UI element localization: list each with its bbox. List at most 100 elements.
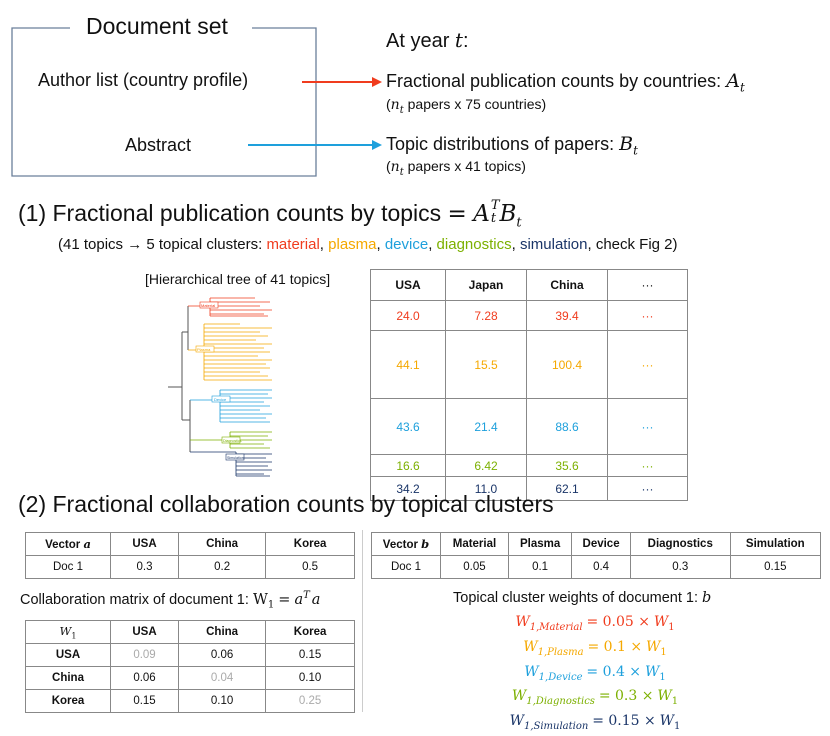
table-cell: 15.5 [445,330,527,399]
table-cell: 0.1 [507,555,573,579]
vector-a-table: Vector a USA China Korea Doc 1 0.3 0.2 0… [25,532,355,579]
n-sub-2: t [399,166,404,178]
weight-line: W1,Device = 0.4 × W1 [430,662,760,687]
open-paren-1: ( [386,96,391,112]
weight-line: W1,Plasma = 0.1 × W1 [430,637,760,662]
cluster-device: device [384,236,429,253]
comma-4: , [511,236,516,253]
matrix-row: China 0.06 0.04 0.10 [25,666,355,690]
table-cell: 16.6 [370,454,446,477]
weight-sub: 1,Device [538,671,583,683]
fractional-pub-text: Fractional publication counts by countri… [386,71,722,91]
docset-frame [11,27,382,177]
weight-line: W1,Simulation = 0.15 × W1 [430,711,760,736]
collab-eq: = [278,591,291,608]
weight-W-right-sub: 1 [674,720,681,732]
year-prefix: At year [386,30,450,52]
table-cell: 0.15 [729,555,822,579]
table-row-diagnostics: 16.6 6.42 35.6 ··· [370,454,688,477]
collab-matrix-table: W1 USA China Korea USA 0.09 0.06 0.15 Ch… [25,620,355,713]
vector-b-head: Vector b [371,532,441,556]
B-var: B [619,133,634,155]
table-cell-diagonal: 0.04 [178,666,267,690]
weight-line: W1,Diagnostics = 0.3 × W1 [430,686,760,711]
table-cell: 35.6 [526,454,608,477]
comma-1: , [319,236,324,253]
weights-var: b [702,590,712,606]
table-cell-diagonal: 0.09 [109,643,180,667]
table-cell: 34.2 [370,476,446,501]
table-cell: 0.4 [571,555,631,579]
table-cell: 6.42 [445,454,527,477]
table-cell: ··· [607,398,688,455]
weight-W: W [524,663,539,680]
weight-eq: = 0.15 × [592,713,656,730]
weight-W-right-sub: 1 [659,671,666,683]
col-header: China [178,532,267,556]
table-cell: 0.10 [265,666,355,690]
col-header: USA [109,532,180,556]
n-var-2: n [390,159,400,175]
section1-B-sub: t [516,215,522,231]
collab-caption: Collaboration matrix of document 1: W1 =… [20,590,320,611]
table-cell: ··· [607,476,688,501]
weight-sub: 1,Simulation [523,720,589,732]
abstract-label: Abstract [125,135,192,155]
comma-2: , [376,236,381,253]
weight-sub: 1,Plasma [537,646,584,658]
weight-W: W [509,713,524,730]
tree-label-device: Device [214,397,227,402]
A-sub: t [739,80,745,95]
clusters-prefix: (41 topics → 5 topical clusters: [58,236,263,253]
collab-W: W [252,591,268,608]
vector-a-head: Vector a [25,532,111,556]
table-cell: ··· [607,454,688,477]
table-cell: 0.10 [178,689,267,713]
cluster-material: material [266,236,320,253]
section1-sup-T: T [490,197,500,213]
weight-eq: = 0.05 × [586,614,650,630]
weight-W: W [511,688,527,705]
vector-a-row: Doc 1 0.3 0.2 0.5 [25,555,355,579]
topic-dist-line: Topic distributions of papers: Bt [386,133,638,158]
table-cell: ··· [607,330,688,399]
section1-equals: = [447,201,467,227]
vector-b-header-row: Vector b Material Plasma Device Diagnost… [371,532,822,556]
weight-W: W [523,638,538,655]
cluster-plasma: plasma [328,236,377,253]
table-cell: 100.4 [526,330,608,399]
topics-size-text: papers x 41 topics) [407,158,526,174]
vector-b-table: Vector b Material Plasma Device Diagnost… [371,532,822,579]
topic-dist-text: Topic distributions of papers: [386,134,615,154]
table-cell-diagonal: 0.25 [265,689,355,713]
weight-W-right: W [646,638,661,655]
section2-title: (2) Fractional collaboration counts by t… [18,491,554,517]
vector-b-row: Doc 1 0.05 0.1 0.4 0.3 0.15 [371,555,822,579]
vector-a-head-var: a [83,537,91,551]
countries-size-text: papers x 75 countries) [407,96,547,112]
tree-label-simulation: Simulation [227,456,244,460]
weight-eq: = 0.3 × [598,688,654,705]
section1-title: (1) Fractional publication counts by top… [18,197,522,231]
row-label: Doc 1 [25,555,111,579]
docset-title: Document set [86,13,228,39]
comma-3: , [428,236,433,253]
clusters-line: (41 topics → 5 topical clusters: materia… [58,236,678,253]
col-header: Korea [265,620,355,644]
A-var: A [726,70,740,92]
section1-B: B [499,201,517,227]
table-row-simulation: 34.2 11.0 62.1 ··· [370,476,688,501]
weight-eq: = 0.4 × [586,663,642,680]
row-label: USA [25,643,111,667]
section1-A: A [473,201,490,227]
table-cell: 44.1 [370,330,446,399]
table-cell: 0.5 [265,555,355,579]
col-header: USA [109,620,180,644]
weight-eq: = 0.1 × [587,638,643,655]
table-cell: 0.06 [109,666,180,690]
author-list-label: Author list (country profile) [38,70,249,90]
arrow-red-head [372,77,382,87]
weight-W-right: W [657,688,672,705]
weights-caption: Topical cluster weights of document 1: b [453,590,711,606]
